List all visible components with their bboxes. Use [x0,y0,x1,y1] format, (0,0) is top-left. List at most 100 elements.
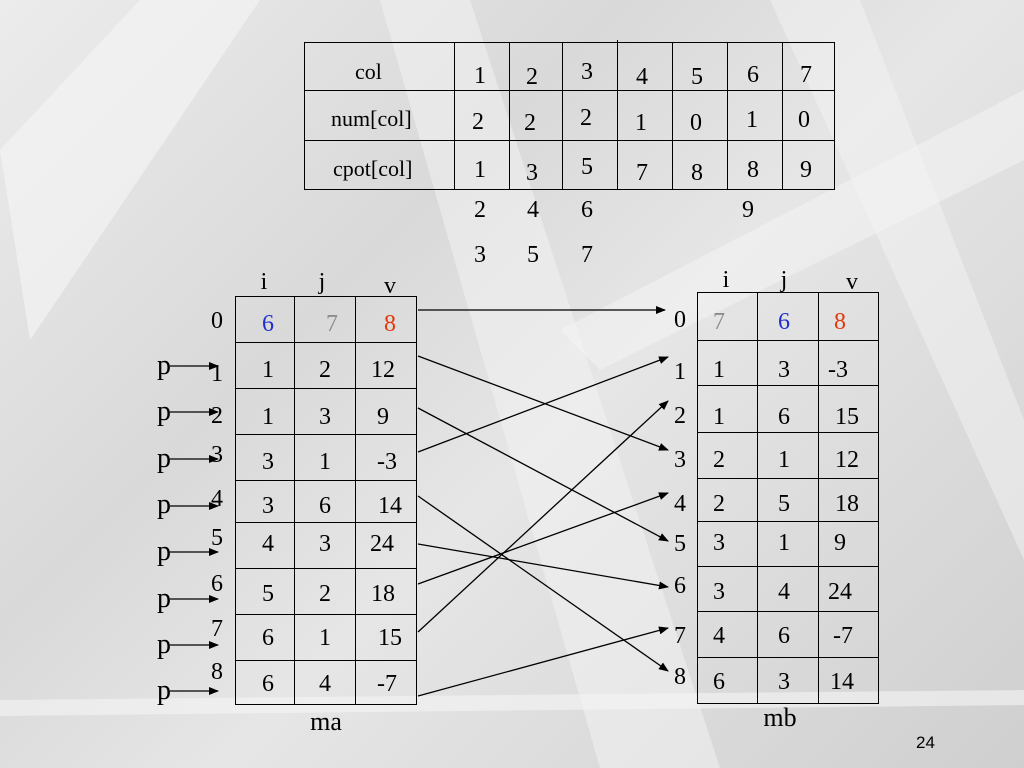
ma-table-border [235,704,417,705]
mb-table-border [697,292,879,293]
cpot-table-border [672,42,673,190]
ma-cell: 1 [319,625,331,651]
cpot-progress-value: 6 [581,197,593,223]
mb-table-border [818,292,819,704]
cpot-cell: 9 [800,157,812,183]
mb-cell: 5 [778,491,790,517]
mb-table-border [878,292,879,704]
mb-cell: 1 [713,357,725,383]
mb-cell: 3 [713,579,725,605]
mb-row-index: 6 [674,573,686,599]
cpot-progress-value: 3 [474,242,486,268]
pointer-label: p [157,396,171,427]
mb-cell: 8 [834,309,846,335]
cpot-cell: 3 [526,160,538,186]
mb-cell: 2 [713,447,725,473]
cpot-cell: 8 [691,160,703,186]
mb-cell: 14 [830,669,854,695]
ma-cell: 18 [371,581,395,607]
cpot-cell: 5 [691,64,703,90]
mb-cell: 4 [778,579,790,605]
ma-cell: 2 [319,581,331,607]
cpot-cell: 7 [800,62,812,88]
ma-cell: 14 [378,493,402,519]
mb-table-border [757,292,758,704]
cpot-row-label: cpot[col] [333,156,413,181]
ma-cell: 12 [371,357,395,383]
ma-cell: 15 [378,625,402,651]
cpot-cell: 6 [747,62,759,88]
mb-row-divider [697,385,879,386]
mb-cell: 9 [834,530,846,556]
cpot-cell: 7 [636,160,648,186]
ma-cell: 4 [319,671,331,697]
ma-table-border [294,296,295,705]
cpot-progress-value: 5 [527,242,539,268]
mb-cell: 3 [778,357,790,383]
mb-row-index: 2 [674,403,686,429]
mb-cell: 15 [835,404,859,430]
ma-table-border [235,296,417,297]
mapping-arrow [417,407,669,542]
cpot-table-border [304,189,835,190]
ma-cell: 7 [326,311,338,337]
mb-row-index: 1 [674,359,686,385]
cpot-row-label: col [355,59,382,84]
cpot-cell: 4 [636,64,648,90]
ma-table-border [355,296,356,705]
mb-row-divider [697,521,879,522]
mb-row-index: 0 [674,307,686,333]
pointer-label: p [157,583,171,614]
ma-cell: 3 [319,404,331,430]
pointer-label: p [157,350,171,381]
ma-cell: 1 [319,449,331,475]
ma-table-name: ma [310,707,342,736]
mb-cell: 3 [713,530,725,556]
ma-cell: 6 [262,671,274,697]
mb-row-index: 7 [674,623,686,649]
ma-cell: 6 [262,311,274,337]
ma-cell: 3 [262,449,274,475]
cpot-cell: 1 [635,110,647,136]
pointer-label: p [157,629,171,660]
ma-cell: 8 [384,311,396,337]
ma-cell: 5 [262,581,274,607]
mb-row-index: 5 [674,531,686,557]
mb-cell: 4 [713,623,725,649]
cpot-row-label: num[col] [331,106,412,131]
ma-cell: 6 [319,493,331,519]
mb-row-index: 8 [674,664,686,690]
mb-header-i: i [722,267,730,293]
mb-cell: 1 [713,404,725,430]
cpot-progress-value: 2 [474,197,486,223]
ma-cell: 2 [319,357,331,383]
ma-cell: 1 [262,357,274,383]
mb-cell: 3 [778,669,790,695]
cpot-cell: 2 [580,105,592,131]
page-number: 24 [916,733,935,752]
ma-header-v: v [384,273,396,299]
ma-row-divider [235,522,417,523]
ma-cell: 24 [370,531,394,557]
cpot-progress-value: 7 [581,242,593,268]
mb-row-divider [697,657,879,658]
mapping-arrow [417,626,669,697]
cpot-table-border [727,42,728,190]
cpot-table-border [562,42,563,190]
mapping-arrow [417,356,669,453]
mb-cell: 12 [835,447,859,473]
pointer-label: p [157,443,171,474]
ma-row-index: 5 [211,525,223,551]
ma-row-index: 6 [211,571,223,597]
cpot-cell: 5 [581,154,593,180]
mb-row-divider [697,566,879,567]
ma-cell: -3 [377,449,397,475]
ma-row-index: 8 [211,659,223,685]
mapping-arrow [417,400,669,633]
mb-cell: -7 [833,623,853,649]
cpot-cell: 1 [474,63,486,89]
ma-row-divider [235,614,417,615]
mb-cell: 6 [713,669,725,695]
ma-table-border [235,296,236,705]
